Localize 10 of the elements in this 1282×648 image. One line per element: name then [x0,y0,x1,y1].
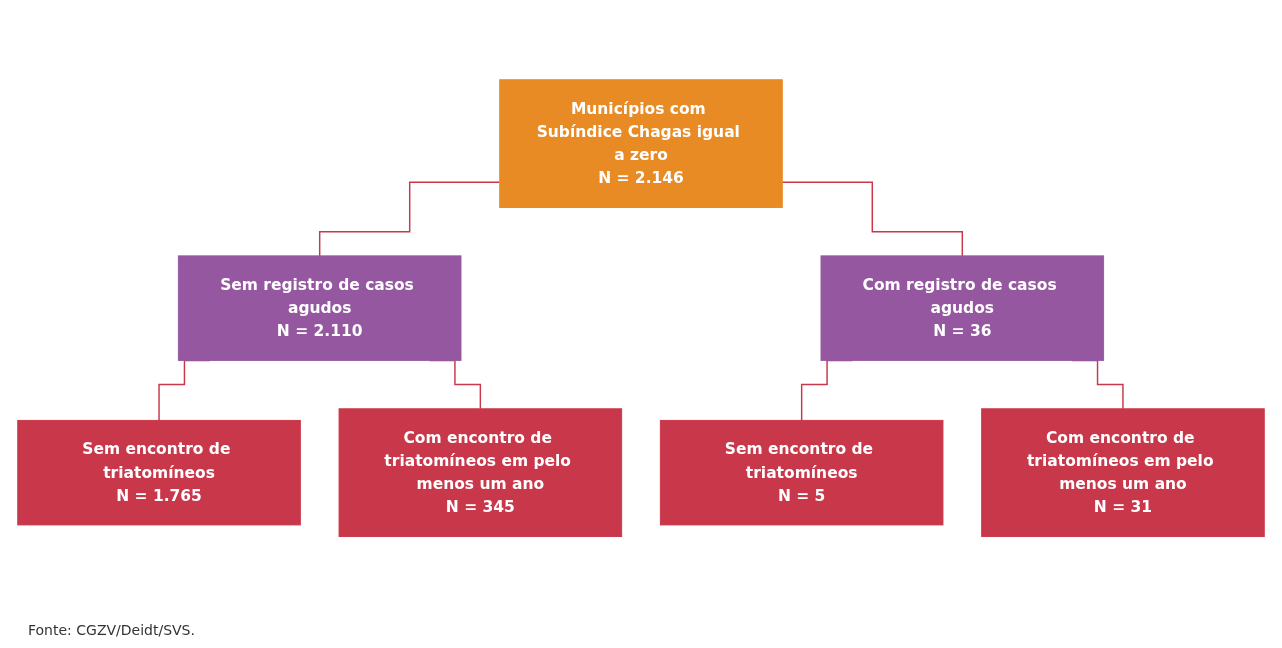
connector [781,181,964,257]
node-box: Municípios com Subíndice Chagas igual a zero N = 2.146 [499,79,783,208]
source-note: Fonte: CGZV/Deidt/SVS. [28,622,195,638]
node-box: Sem encontro de triatomíneos N = 1.765 [17,419,301,526]
node-box: Sem registro de casos agudos N = 2.110 [177,255,462,361]
node-box: Sem encontro de triatomíneos N = 5 [659,419,944,526]
connector [318,181,501,257]
node-box: Com encontro de triatomíneos em pelo menos um ano N = 345 [338,408,623,537]
node-box: Com encontro de triatomíneos em pelo menos um ano N = 31 [981,408,1265,537]
node-box: Com registro de casos agudos N = 36 [820,255,1105,361]
